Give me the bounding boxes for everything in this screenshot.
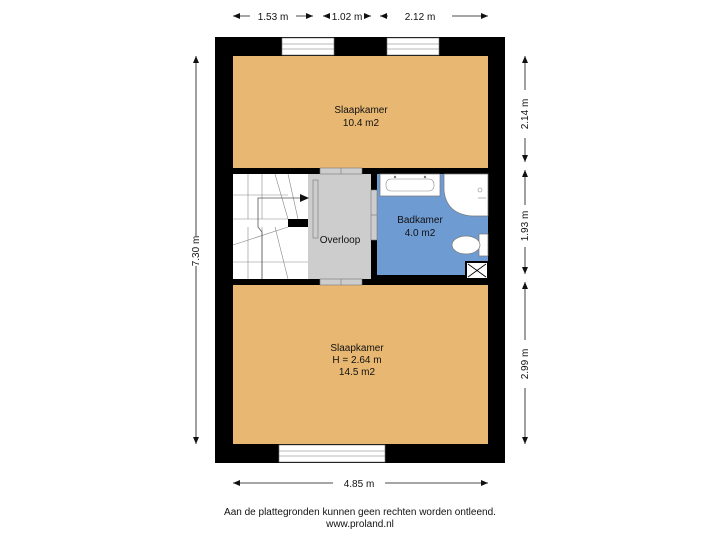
dim-top-1: 1.53 m <box>258 12 289 23</box>
door-openings <box>312 167 378 286</box>
room-area-slaapkamer-bottom: 14.5 m2 <box>339 367 376 378</box>
dim-right-2: 1.93 m <box>520 211 531 242</box>
dim-right-3: 2.99 m <box>520 349 531 380</box>
room-name-badkamer: Badkamer <box>397 215 443 226</box>
dim-left: 7.30 m <box>191 236 202 267</box>
stair-wall <box>288 219 308 227</box>
room-slaapkamer-top <box>233 56 488 168</box>
window-bottom <box>278 444 386 463</box>
dim-top-2: 1.02 m <box>332 12 363 23</box>
room-area-slaapkamer-top: 10.4 m2 <box>343 118 380 129</box>
room-slaapkamer-bottom <box>233 285 488 444</box>
stair-opening <box>312 179 319 239</box>
room-overloop <box>308 174 371 279</box>
bathroom-fixtures <box>379 173 489 280</box>
room-name-slaapkamer-bottom: Slaapkamer <box>330 343 384 354</box>
dim-right-1: 2.14 m <box>520 99 531 130</box>
footer-disclaimer: Aan de plattegronden kunnen geen rechten… <box>224 507 496 518</box>
footer-url: www.proland.nl <box>326 519 394 530</box>
toilet-icon <box>451 233 489 257</box>
shower-icon <box>443 173 489 217</box>
sink-icon <box>379 173 441 197</box>
room-height-slaapkamer-bottom: H = 2.64 m <box>332 355 381 366</box>
stair-direction-arrow <box>300 194 309 202</box>
dim-top-3: 2.12 m <box>405 12 436 23</box>
windows <box>278 37 440 463</box>
window-top-left <box>281 37 335 56</box>
window-top-right <box>386 37 440 56</box>
staircase <box>232 173 308 280</box>
room-name-overloop: Overloop <box>320 235 361 246</box>
room-area-badkamer: 4.0 m2 <box>405 228 436 239</box>
dim-bottom: 4.85 m <box>344 479 375 490</box>
dimension-lines <box>193 13 528 486</box>
room-name-slaapkamer-top: Slaapkamer <box>334 105 388 116</box>
